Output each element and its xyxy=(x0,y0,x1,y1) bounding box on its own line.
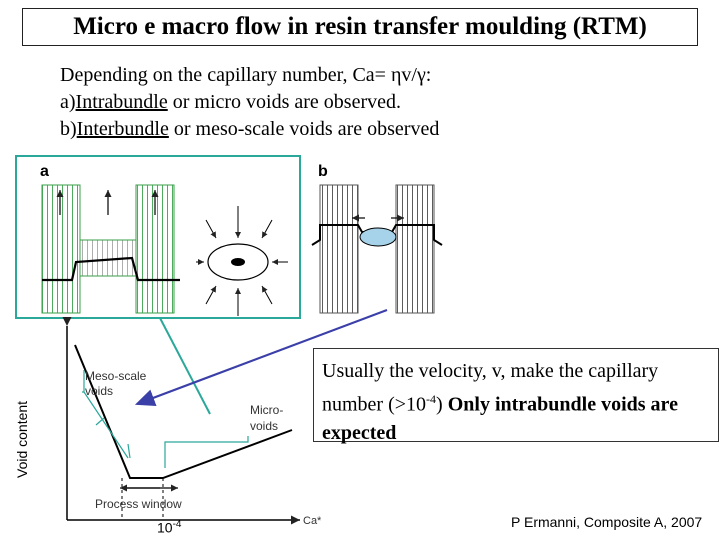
x-tick-label: 10-4 xyxy=(157,519,182,536)
credit-text: P Ermanni, Composite A, 2007 xyxy=(511,514,703,530)
meso-voids-label: voids xyxy=(85,384,113,398)
blue-connector-arrow xyxy=(134,308,388,407)
intro-line-3: b)Interbundle or meso-scale voids are ob… xyxy=(60,118,440,140)
intro-line-2: a)Intrabundle or micro voids are observe… xyxy=(60,91,401,113)
void-content-graph: Meso-scale voids Micro- voids Process wi… xyxy=(62,317,322,527)
intrabundle-term: Intrabundle xyxy=(75,91,168,113)
slide-title: Micro e macro flow in resin transfer mou… xyxy=(22,8,698,46)
interbundle-term: Interbundle xyxy=(76,118,169,140)
panel-a: a xyxy=(15,155,301,319)
meso-scale-label: Meso-scale xyxy=(85,369,147,383)
teal-connector xyxy=(159,317,211,415)
y-axis-label: Void content xyxy=(14,400,30,478)
panel-b-label: b xyxy=(318,163,328,180)
x-axis-label: Ca* xyxy=(303,515,322,527)
callout-box: Usually the velocity, v, make the capill… xyxy=(313,348,719,444)
intro-line-1: Depending on the capillary number, Ca= η… xyxy=(60,64,432,86)
panel-b: b xyxy=(311,163,443,314)
micro-voids-label: voids xyxy=(250,419,278,433)
callout-bold-text: Only intrabundle voids are expected xyxy=(322,393,678,444)
intro-text: Depending on the capillary number, Ca= η… xyxy=(60,62,439,143)
micro-label: Micro- xyxy=(250,403,283,417)
process-window-label: Process window xyxy=(95,497,182,511)
panel-a-label: a xyxy=(40,163,49,180)
